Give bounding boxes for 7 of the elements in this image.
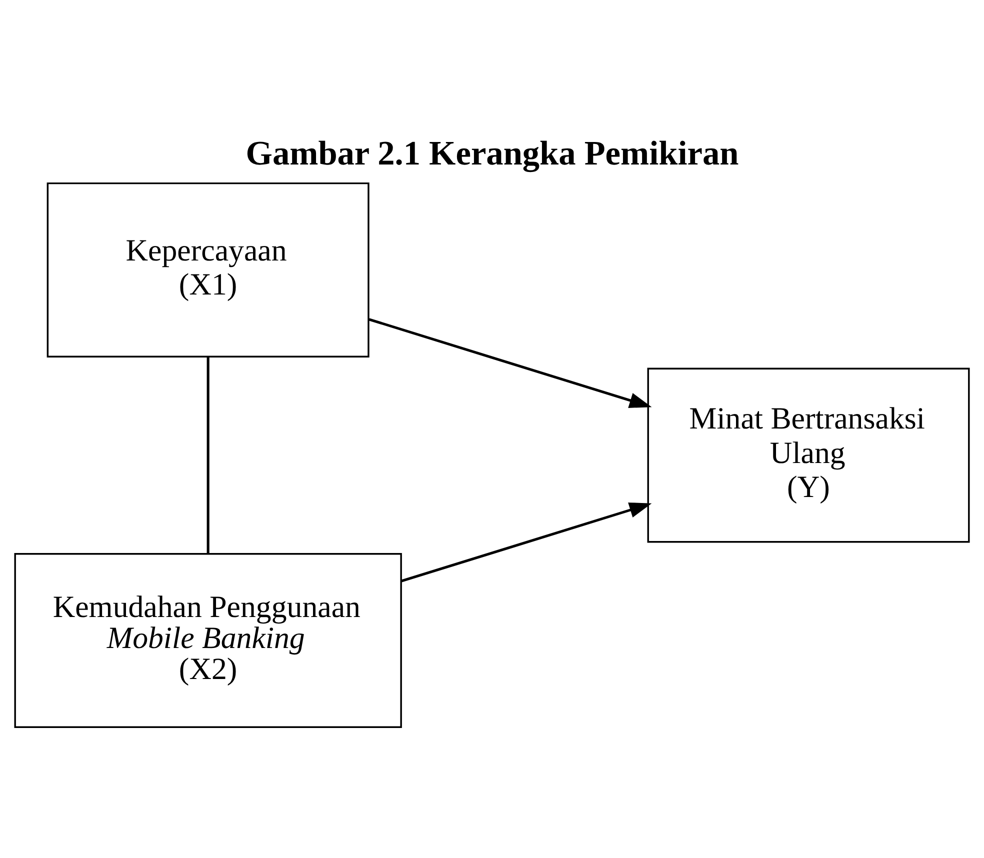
connector [206,356,210,554]
node-box: Minat Bertransaksi Ulang (Y) [647,367,970,542]
node-box: Kemudahan Penggunaan Mobile Banking (X2) [14,552,402,728]
node-box: Kepercayaan (X1) [46,182,370,357]
arrow [400,502,652,582]
diagram-title: Gambar 2.1 Kerangka Pemikiran [246,134,739,172]
arrow [368,318,652,408]
